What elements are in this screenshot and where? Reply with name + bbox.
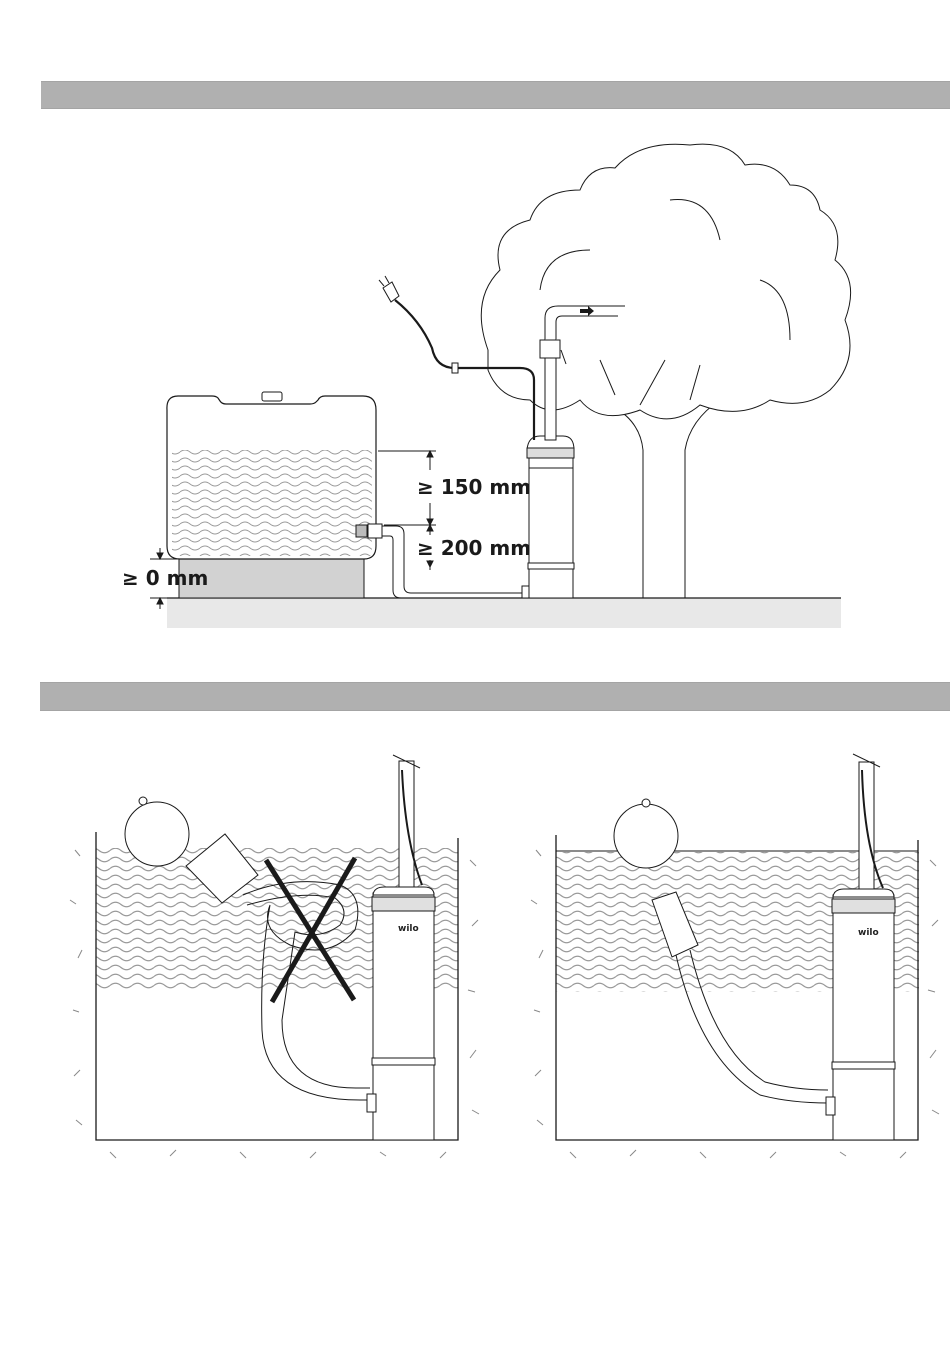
dim-label-200mm: ≥ 200 mm (417, 536, 531, 560)
pump-brand-label: wilo (858, 928, 879, 938)
dim-label-0mm: ≥ 0 mm (122, 566, 208, 590)
ground (167, 598, 841, 628)
dim-label-150mm: ≥ 150 mm (417, 475, 531, 499)
mains-plug-icon (379, 276, 399, 302)
ball-valve (540, 340, 560, 358)
tank-outlet-strainer (356, 525, 367, 537)
cable-connector (452, 363, 458, 373)
tank-outlet-fitting (368, 524, 382, 538)
pump-brand-label: wilo (398, 924, 419, 934)
tank-fill-cap (262, 392, 282, 401)
rain-water-tank (167, 392, 382, 559)
panel-correct: wilo (531, 754, 939, 1158)
panel-incorrect: wilo (70, 755, 479, 1158)
